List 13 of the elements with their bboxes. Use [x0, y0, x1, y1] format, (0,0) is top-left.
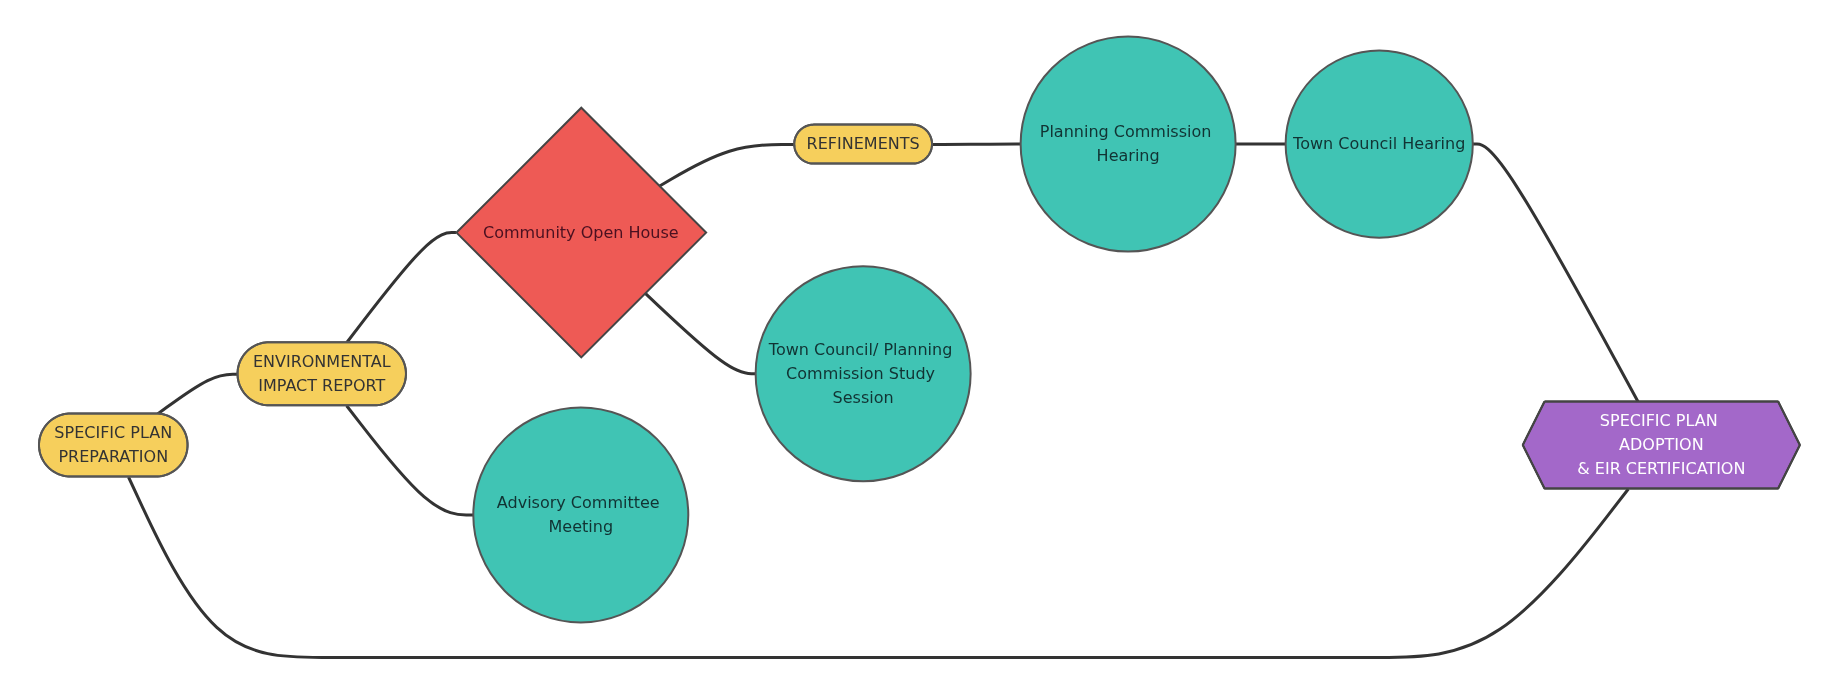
connector [1235, 142, 1286, 146]
connector [1472, 142, 1640, 403]
node-circle: Town Council/ Planning Commission Study Session [754, 265, 972, 483]
connector [932, 142, 1021, 147]
connector [644, 292, 756, 376]
connector [345, 231, 457, 344]
node-diamond: Community Open House [455, 106, 708, 359]
connector [345, 404, 474, 517]
connector [127, 476, 1630, 659]
node-circle: Town Council Hearing [1284, 49, 1474, 239]
connector [658, 143, 795, 188]
node-circle: Advisory Committee Meeting [472, 406, 690, 624]
node-circle: Planning Commission Hearing [1019, 35, 1237, 253]
